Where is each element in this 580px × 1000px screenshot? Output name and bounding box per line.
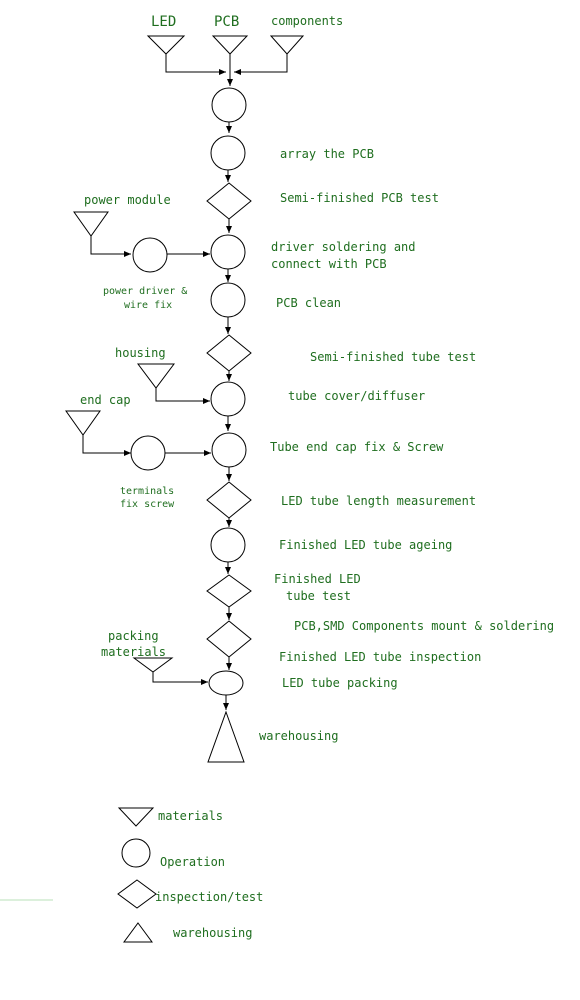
components-connector	[234, 54, 288, 75]
finished-led-label: Finished LED	[274, 572, 361, 586]
semi-pcb-test-label: Semi-finished PCB test	[280, 191, 439, 205]
inspection-diamond	[206, 620, 252, 658]
legend-warehousing-icon	[123, 922, 153, 943]
end-cap-label: end cap	[80, 393, 131, 407]
power-driver-label: power driver &	[103, 286, 188, 297]
wire-fix-label: wire fix	[124, 300, 173, 311]
led-connector	[165, 54, 226, 75]
ageing-circle	[210, 527, 246, 563]
power-driver-circle	[132, 237, 168, 273]
driver-soldering-label: driver soldering and	[271, 240, 416, 254]
operation-circle-1	[211, 87, 247, 123]
power-module-connector	[90, 236, 131, 257]
tube-cover-label: tube cover/diffuser	[288, 389, 426, 403]
packing-oval	[208, 670, 244, 696]
pcb-material-label: PCB	[214, 14, 240, 30]
fix-screw-label: fix screw	[120, 499, 175, 510]
warehousing-triangle	[207, 710, 245, 763]
ageing-label: Finished LED tube ageing	[279, 538, 453, 552]
packing-materials-connector	[152, 672, 208, 685]
legend-inspection-icon	[117, 879, 157, 909]
housing-label: housing	[115, 346, 166, 360]
components-material-triangle	[269, 35, 305, 55]
packing-label: packing	[108, 629, 159, 643]
legend-materials-label: materials	[158, 809, 224, 823]
connect-pcb-label: connect with PCB	[271, 257, 387, 271]
housing-triangle	[137, 363, 175, 389]
legend-operation-icon	[121, 838, 151, 868]
inspection-label: Finished LED tube inspection	[279, 650, 482, 664]
end-cap-fix-circle	[211, 432, 247, 468]
length-measurement-label: LED tube length measurement	[281, 494, 477, 508]
led-material-label: LED	[151, 14, 177, 30]
array-pcb-label: array the PCB	[280, 147, 374, 161]
smd-mount-label: PCB,SMD Components mount & soldering	[294, 619, 555, 633]
housing-connector	[155, 388, 210, 404]
array-pcb-circle	[210, 135, 246, 171]
pcb-material-triangle	[211, 35, 249, 55]
components-material-label: components	[271, 14, 344, 28]
pcb-clean-label: PCB clean	[276, 296, 342, 310]
legend-warehousing-label: warehousing	[173, 926, 253, 940]
packing-step-label: LED tube packing	[282, 676, 398, 690]
pcb-clean-circle	[210, 282, 246, 318]
end-cap-triangle	[65, 410, 101, 436]
legend-inspection-label: inspection/test	[155, 890, 264, 904]
finished-tube-test-diamond	[206, 574, 252, 608]
length-measurement-diamond	[206, 481, 252, 519]
terminals-circle	[130, 435, 166, 471]
warehousing-step-label: warehousing	[259, 729, 339, 743]
materials-label: materials	[101, 645, 167, 659]
power-module-triangle	[73, 211, 109, 237]
end-cap-fix-label: Tube end cap fix & Screw	[270, 440, 444, 454]
legend-operation-label: Operation	[160, 855, 226, 869]
tube-cover-circle	[210, 381, 246, 417]
semi-tube-test-label: Semi-finished tube test	[310, 350, 477, 364]
semi-tube-test-diamond	[206, 334, 252, 372]
tube-test-label: tube test	[286, 589, 352, 603]
semi-pcb-test-diamond	[206, 182, 252, 220]
legend-materials-icon	[117, 807, 155, 827]
terminals-label: terminals	[120, 486, 175, 497]
packing-materials-triangle	[132, 657, 174, 673]
led-material-triangle	[146, 35, 186, 55]
end-cap-connector	[82, 435, 131, 456]
driver-soldering-circle	[210, 234, 246, 270]
power-module-label: power module	[84, 193, 171, 207]
